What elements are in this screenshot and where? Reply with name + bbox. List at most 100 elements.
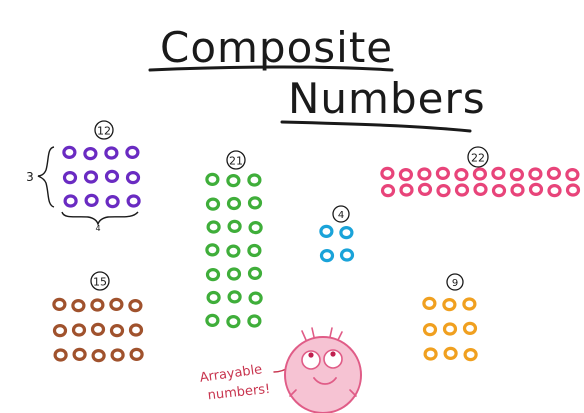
array-12-label: 12 [97,125,111,138]
dot-15 [91,349,106,363]
dot-15 [129,347,144,361]
dot-grid-12 [62,145,141,209]
dot-21 [227,219,242,233]
dot-22 [565,168,580,182]
dot-21 [247,196,263,210]
dot-9 [423,347,438,361]
dot-22 [509,168,525,182]
dot-15 [52,324,68,338]
dot-12 [105,195,120,209]
dot-12 [83,170,99,184]
caption-line-1: Arrayable [199,362,263,386]
dot-15 [53,348,68,362]
dot-9 [422,323,438,337]
dot-12 [104,146,119,160]
label-circle-21 [226,150,246,170]
dot-22 [436,184,451,198]
dot-21 [226,174,241,188]
dot-22 [547,184,562,198]
dot-12 [62,145,77,159]
dot-22 [472,167,487,181]
title-line-2: Numbers [288,74,486,123]
dot-15 [110,348,125,362]
dot-9 [462,321,478,335]
dot-21 [247,243,262,258]
face-head [284,336,362,413]
dot-21 [226,315,241,329]
dot-9 [422,296,437,310]
dot-12 [126,194,141,208]
dot-22 [398,168,413,182]
label-circle-9 [446,273,464,291]
label-circle-4 [332,205,350,223]
dot-15 [52,297,67,311]
array-4: 4 [319,205,355,263]
title-underline-1 [148,65,394,72]
label-circle-12 [94,120,114,140]
dot-21 [226,267,242,281]
dot-21 [226,244,241,258]
dot-22 [510,183,525,197]
dot-22 [435,166,450,180]
left-eye [301,350,321,370]
dot-grid-22 [380,166,581,198]
array-12: 12 3 4 [26,120,141,233]
dot-21 [205,313,220,327]
row-brace [37,146,55,208]
dot-12 [83,147,98,161]
dot-21 [206,220,221,234]
dot-21 [247,266,263,280]
right-pupil [330,351,336,357]
dot-15 [90,322,106,336]
dot-21 [247,173,262,187]
dot-12 [125,171,141,185]
dot-22 [546,166,562,180]
dot-grid-4 [319,224,355,263]
dot-21 [206,290,221,305]
dot-4 [339,226,354,240]
title-line-1: Composite [160,23,393,72]
dot-22 [473,182,488,196]
dot-22 [491,184,507,198]
title-underline-2 [280,120,472,133]
dot-21 [205,243,220,257]
dot-12 [104,169,120,183]
array-21: 21 [205,150,263,329]
dot-15 [128,299,143,313]
array-9: 9 [422,273,478,362]
dot-22 [399,183,414,197]
dot-22 [528,182,544,196]
dot-grid-15 [52,297,144,363]
row-brace-label: 3 [26,170,34,184]
left-pupil [308,352,314,358]
column-brace-label: 4 [95,224,100,233]
dot-4 [319,224,334,238]
array-15: 15 [52,271,144,363]
dot-15 [109,324,125,338]
dot-15 [109,297,124,311]
dot-9 [443,346,458,360]
face-arms [289,389,357,397]
array-21-label: 21 [229,155,243,168]
dot-21 [205,197,221,211]
dot-22 [565,183,581,197]
dot-9 [442,322,458,336]
right-eye [323,349,343,369]
hair-strands [301,327,343,341]
dot-22 [454,168,469,182]
array-4-label: 4 [338,210,344,221]
cartoon-face-icon [284,327,362,413]
dot-21 [248,221,263,235]
dot-22 [380,184,396,198]
dot-12 [62,171,78,185]
mouth [313,377,337,385]
column-brace [61,211,139,227]
dot-21 [226,196,242,211]
dot-9 [463,348,478,362]
dot-15 [128,323,144,337]
array-22-label: 22 [471,152,485,165]
dot-9 [442,298,457,312]
dot-22 [380,166,395,180]
dot-21 [205,268,221,282]
